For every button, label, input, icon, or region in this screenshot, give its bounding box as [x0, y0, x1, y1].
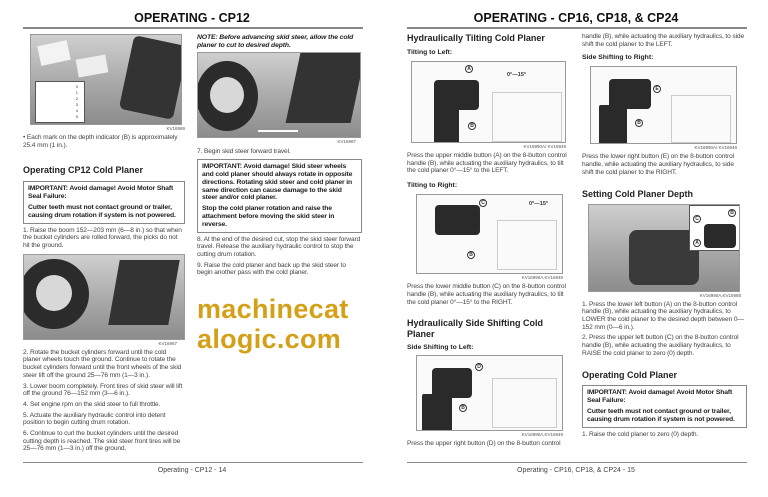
- cold-planer: [629, 229, 699, 285]
- callout-e: E: [653, 85, 661, 94]
- left-page-column-2: NOTE: Before advancing skid steer, allow…: [197, 34, 362, 354]
- warning-decal: [75, 54, 109, 78]
- section-heading: Hydraulically Tilting Cold Planer: [407, 33, 545, 43]
- tilt-right-figure: C B 0°—15°: [416, 194, 563, 275]
- steps-2-6: 2. Rotate the bucket cylinders forward u…: [23, 349, 185, 456]
- subheading: Tilting to Right:: [407, 182, 458, 190]
- right-page-column-2: handle (B), while actuating the auxiliar…: [582, 33, 747, 438]
- shift-left-text: Press the upper right button (D) on the …: [407, 440, 561, 448]
- steps-8-9: 8. At the end of the desired cut, stop t…: [197, 236, 362, 281]
- forward-travel-photo: [197, 51, 361, 138]
- page-title: OPERATING - CP12: [134, 11, 250, 25]
- section-heading: Setting Cold Planer Depth: [582, 188, 694, 199]
- figure-caption: KV16990A/ KV16949: [523, 144, 566, 149]
- bullet-text: • Each mark on the depth indicator (B) i…: [23, 134, 178, 149]
- subheading: Side Shifting to Left:: [407, 344, 474, 352]
- tilt-left-figure: A B 0°—15°: [411, 61, 566, 143]
- depth-steps: 1. Press the lower left button (A) on th…: [582, 301, 747, 361]
- rim: [36, 274, 72, 311]
- tilt-right-text: Press the lower middle button (C) on the…: [407, 283, 566, 306]
- rim: [210, 76, 244, 113]
- control-handle: [432, 368, 472, 399]
- section-heading: Operating Cold Planer: [582, 370, 678, 381]
- callout-b: B: [459, 404, 467, 413]
- planer-drawing: [492, 378, 557, 429]
- step-7: 7. Begin skid steer forward travel.: [197, 147, 291, 155]
- tilt-left-text: Press the upper middle button (A) on the…: [407, 152, 567, 175]
- handle-grip: [434, 102, 459, 142]
- callout-c: C: [479, 199, 487, 208]
- op-step-1: 1. Raise the cold planer to zero (0) dep…: [582, 430, 699, 438]
- cold-planer: [285, 52, 360, 123]
- depth-step-1: 1. Press the lower left button (A) on th…: [582, 300, 744, 331]
- planer-drawing: [671, 95, 731, 144]
- warning-decal: [37, 40, 71, 66]
- control-handle: [704, 223, 736, 248]
- section-heading: Operating CP12 Cold Planer: [23, 165, 144, 176]
- depth-setting-photo: B C A: [588, 203, 740, 292]
- planer-drawing: [497, 220, 557, 271]
- footer-rule: [23, 462, 363, 463]
- step-3: 3. Lower boom completely. Front tires of…: [23, 382, 183, 398]
- title-rule: [407, 27, 747, 29]
- handle-grip: [599, 105, 627, 144]
- callout-b: B: [728, 208, 736, 217]
- callout-b: B: [467, 251, 475, 260]
- section-heading: Hydraulically Side Shifting Cold Planer: [407, 318, 544, 340]
- handle-inset: B C A: [689, 204, 739, 251]
- callout-c: C: [693, 214, 701, 223]
- figure-caption: KV16990A,KV16949: [521, 275, 563, 281]
- figure-caption: KV16990A,KV16988: [699, 292, 741, 298]
- shift-right-figure: E B: [590, 66, 737, 145]
- control-handle: [435, 205, 480, 236]
- cold-planer: [108, 259, 180, 325]
- figure-caption: KV16989: [166, 126, 185, 131]
- angle-label: 0°—15°: [507, 72, 527, 78]
- planer-drawing: [492, 92, 562, 142]
- figure-caption: KV16990A/ KV16949: [694, 145, 737, 151]
- watermark: machinecatalogic.com: [197, 294, 349, 355]
- right-page-column-1: Hydraulically Tilting Cold Planer Tiltin…: [407, 33, 569, 448]
- shift-left-text-continued: handle (B), while actuating the auxiliar…: [582, 33, 745, 48]
- shift-right-text: Press the lower right button (E) on the …: [582, 153, 734, 176]
- figure-caption: KV16987: [158, 340, 177, 346]
- wheel-lift-photo: [23, 253, 185, 340]
- callout-d: D: [475, 363, 483, 372]
- callout-b: B: [635, 119, 643, 128]
- important-box: IMPORTANT: Avoid damage! Skid steer whee…: [197, 159, 362, 233]
- title-rule: [23, 27, 363, 29]
- angle-label: 0°—15°: [529, 201, 549, 208]
- important-box: IMPORTANT: Avoid damage! Avoid Motor Sha…: [582, 385, 747, 428]
- footer-rule: [407, 462, 747, 463]
- figure-caption: KV16990A,KV16949: [521, 432, 563, 438]
- step-4: 4. Set engine rpm on the skid steer to f…: [23, 400, 161, 408]
- important-box: IMPORTANT: Avoid damage! Avoid Motor Sha…: [23, 181, 185, 224]
- page-footer: Operating - CP16, CP18, & CP24 - 15: [517, 467, 635, 474]
- step-2: 2. Rotate the bucket cylinders forward u…: [23, 348, 182, 379]
- step-5: 5. Actuate the auxiliary hydraulic contr…: [23, 411, 166, 427]
- callout-a: A: [465, 65, 473, 73]
- note: NOTE: Before advancing skid steer, allow…: [197, 34, 354, 49]
- handle-grip: [422, 394, 452, 431]
- page-title: OPERATING - CP16, CP18, & CP24: [473, 11, 679, 25]
- step-8: 8. At the end of the desired cut, stop t…: [197, 235, 361, 259]
- step-9: 9. Raise the cold planer and back up the…: [197, 261, 346, 277]
- callout-a: A: [693, 238, 701, 247]
- planer-frame: [118, 35, 181, 120]
- step-1: 1. Raise the boom 152—203 mm (6—8 in.) s…: [23, 226, 182, 249]
- figure-caption: KV16987: [337, 138, 356, 144]
- depth-step-2: 2. Press the upper left button (C) on th…: [582, 334, 739, 357]
- shift-left-figure: D B: [416, 355, 563, 432]
- page-footer: Operating - CP12 - 14: [157, 467, 227, 474]
- control-handle: [609, 79, 651, 110]
- callout-b: B: [468, 122, 476, 130]
- step-6: 6. Continue to curl the bucket cylinders…: [23, 430, 181, 453]
- subheading: Tilting to Left:: [407, 49, 453, 56]
- subheading: Side Shifting to Right:: [582, 54, 654, 62]
- direction-arrow: [258, 129, 298, 132]
